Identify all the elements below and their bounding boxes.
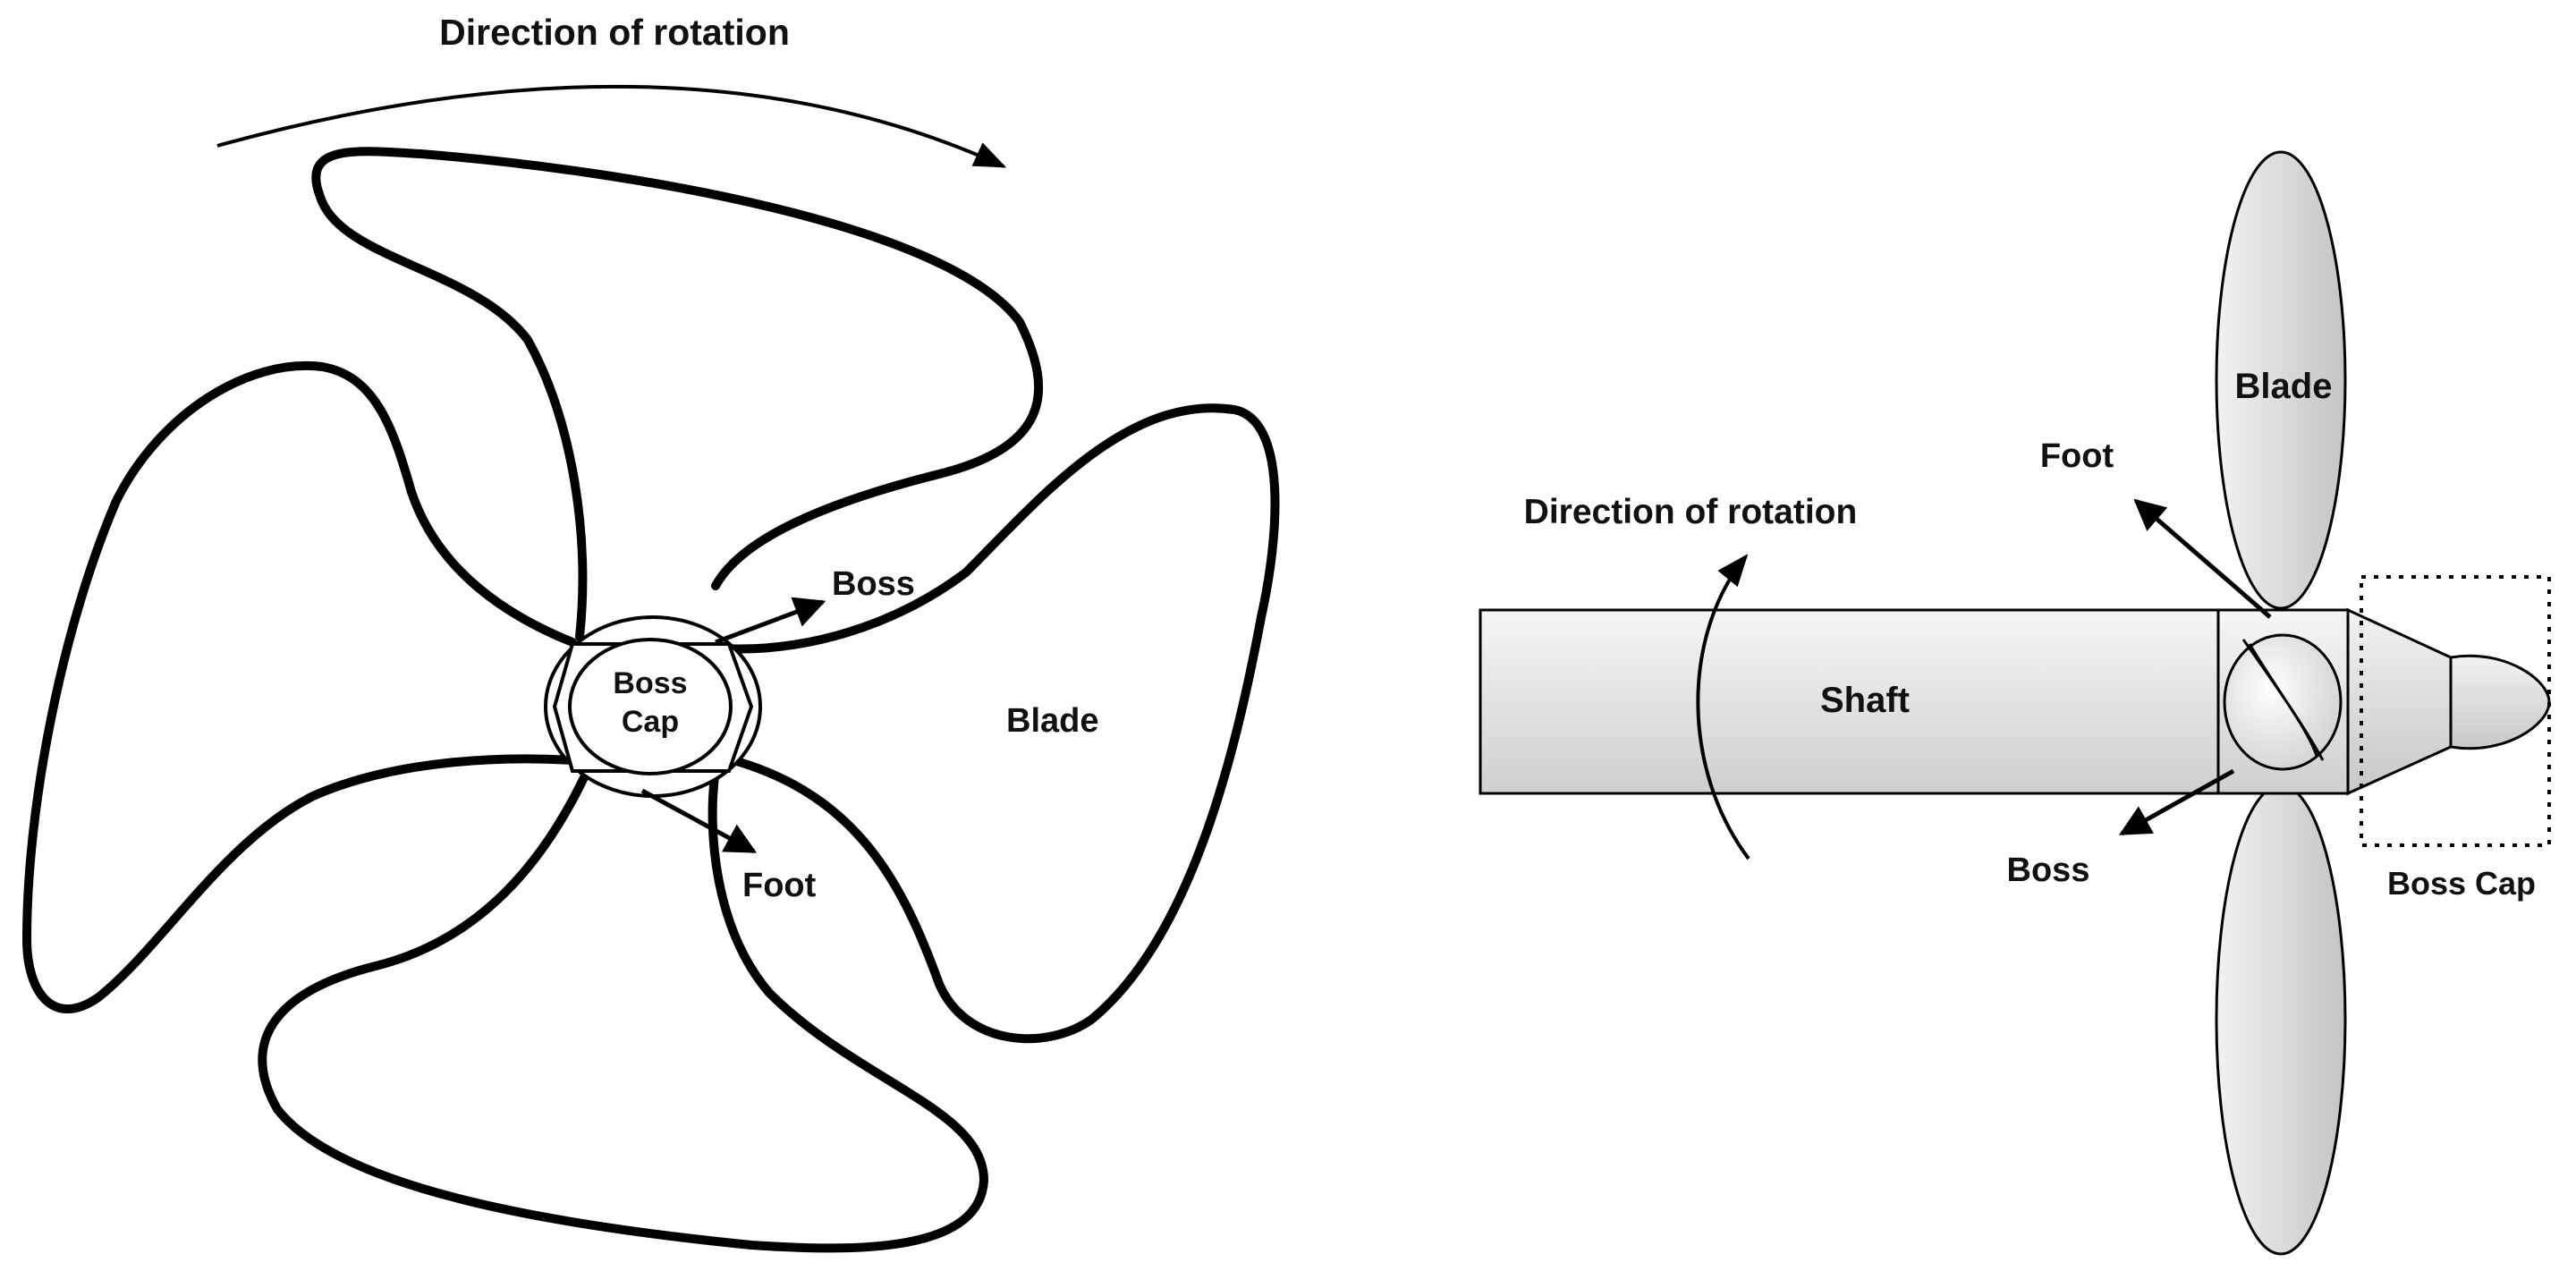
blade-left (22, 360, 577, 1013)
side-foot-arrow (2133, 498, 2272, 619)
side-boss-hub (2223, 633, 2343, 771)
front-foot-arrow (640, 788, 758, 854)
side-boss-blade-root (2241, 639, 2325, 761)
side-blade-top (2215, 150, 2347, 610)
front-boss-cap (568, 638, 733, 775)
side-boss-label: Boss (2007, 852, 2090, 889)
blade-right (716, 403, 1280, 1044)
front-blade-label: Blade (1006, 702, 1098, 740)
side-boss-cap-tip (2449, 654, 2551, 750)
front-boss-label: Boss (832, 565, 915, 603)
side-boss-cap-box (2360, 575, 2551, 847)
side-direction-label: Direction of rotation (1524, 493, 1858, 531)
front-rotation-arrow (216, 84, 1007, 168)
side-foot-label: Foot (2040, 437, 2114, 475)
front-foot-label: Foot (742, 867, 817, 904)
side-boss-arrow (2118, 768, 2235, 836)
front-direction-label: Direction of rotation (439, 12, 790, 53)
side-boss-cap-cone (2346, 607, 2453, 796)
front-view: Direction of rotation Boss Cap Boss Foot… (22, 12, 1280, 1253)
front-boss-arrow (715, 597, 826, 645)
side-shaft (1479, 608, 2220, 795)
blade-bottom (258, 765, 988, 1253)
blade-top (311, 147, 1044, 641)
side-shaft-label: Shaft (1820, 681, 1910, 720)
side-blade-label: Blade (2235, 367, 2333, 406)
side-rotation-arrow (1696, 554, 1750, 860)
side-blade-bottom (2215, 784, 2347, 1256)
front-boss-cap-label-2: Cap (622, 705, 679, 739)
front-boss-cap-label-1: Boss (613, 666, 687, 700)
side-view: Direction of rotation Shaft Blade Foot B… (1479, 150, 2551, 1256)
side-boss-cap-label: Boss Cap (2387, 865, 2536, 902)
